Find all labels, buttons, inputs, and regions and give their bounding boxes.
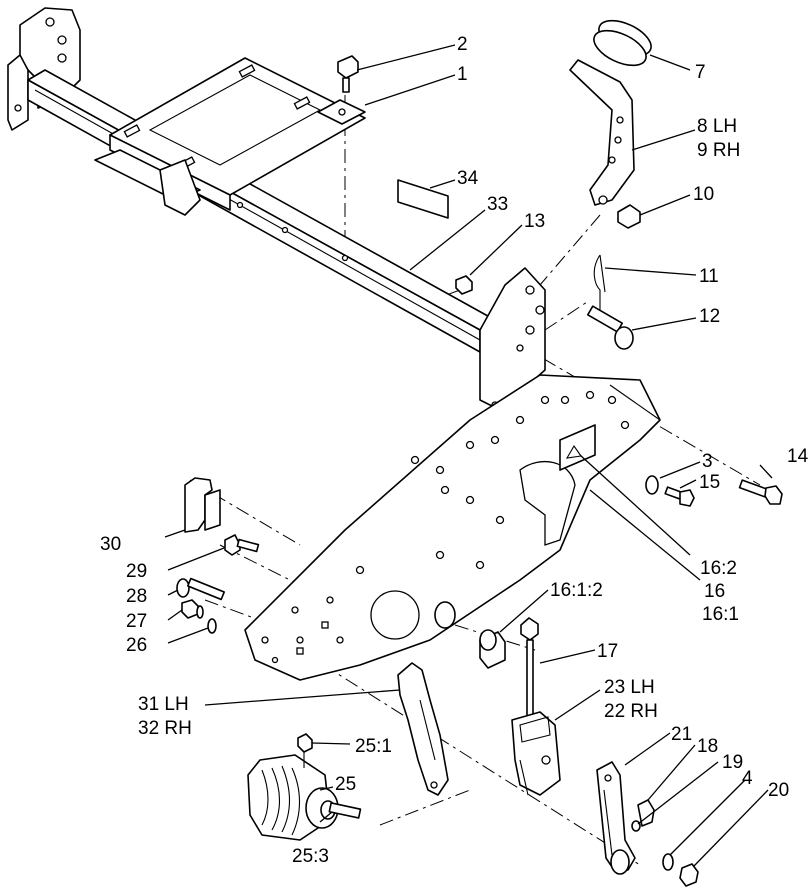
callout-32-rh: 32 RH xyxy=(138,718,192,739)
pin-12 xyxy=(586,305,634,350)
nut-13 xyxy=(455,275,473,295)
callout-9-rh: 9 RH xyxy=(697,140,740,161)
latch-block-22-23 xyxy=(511,711,561,796)
spacer-16-1-2 xyxy=(479,629,506,669)
callout-labels: 2 1 7 8 LH 9 RH 10 34 33 13 11 12 14 3 1… xyxy=(100,34,809,867)
callout-15: 15 xyxy=(699,472,720,493)
side-plate-16 xyxy=(244,374,661,681)
washer-3 xyxy=(645,475,659,495)
bolt-18 xyxy=(637,799,655,827)
callout-12: 12 xyxy=(699,306,720,327)
washer-19 xyxy=(631,820,641,832)
callout-16: 16 xyxy=(704,581,725,602)
callout-29: 29 xyxy=(126,561,147,582)
bolt-15 xyxy=(664,486,695,507)
bolt-2 xyxy=(337,55,359,93)
callout-21: 21 xyxy=(671,724,692,745)
callout-11: 11 xyxy=(699,266,719,287)
leader-lines xyxy=(164,44,773,867)
callout-14: 14 xyxy=(787,446,809,467)
nut-20 xyxy=(679,863,699,887)
callout-10: 10 xyxy=(693,184,714,205)
bolt-14 xyxy=(738,479,783,505)
callout-17: 17 xyxy=(597,641,618,662)
callout-20: 20 xyxy=(768,780,789,801)
nut-25-1 xyxy=(297,733,313,768)
washer-4 xyxy=(662,853,674,871)
callout-34: 34 xyxy=(457,168,479,189)
callout-13: 13 xyxy=(524,211,545,232)
callout-25: 25 xyxy=(335,774,356,795)
rod-17 xyxy=(520,617,539,721)
callout-1: 1 xyxy=(457,64,468,85)
spring-assembly-25 xyxy=(247,754,362,841)
callout-2: 2 xyxy=(457,34,468,55)
hairpin-11 xyxy=(593,254,606,320)
callout-8-lh: 8 LH xyxy=(697,116,737,137)
callout-16-1: 16:1 xyxy=(702,604,739,625)
washer-26 xyxy=(207,618,217,634)
link-21 xyxy=(596,761,636,875)
callout-7: 7 xyxy=(695,62,706,83)
pedal-8-9 xyxy=(569,19,652,206)
bolt-29 xyxy=(224,534,260,556)
callout-33: 33 xyxy=(487,194,508,215)
lever-31-32 xyxy=(397,662,449,796)
callout-3: 3 xyxy=(702,451,713,472)
spacer-16-1 xyxy=(434,601,456,629)
callout-18: 18 xyxy=(697,736,718,757)
callout-23-lh: 23 LH xyxy=(604,677,655,698)
callout-26: 26 xyxy=(126,635,147,656)
callout-16-2: 16:2 xyxy=(700,558,737,579)
nut-clip-1 xyxy=(317,99,366,125)
nut-27 xyxy=(181,599,204,619)
callout-25-1: 25:1 xyxy=(355,736,392,757)
callout-25-3: 25:3 xyxy=(292,846,329,867)
callout-22-rh: 22 RH xyxy=(604,701,658,722)
callout-31-lh: 31 LH xyxy=(138,694,189,715)
bracket-30 xyxy=(184,477,221,533)
callout-4: 4 xyxy=(742,768,753,789)
callout-28: 28 xyxy=(126,586,147,607)
bushing-10 xyxy=(617,204,641,229)
bolt-28 xyxy=(176,577,225,601)
callout-27: 27 xyxy=(126,611,147,632)
callout-19: 19 xyxy=(722,752,743,773)
frame-cross-bar xyxy=(7,7,546,411)
decal-34 xyxy=(397,179,449,219)
callout-16-1-2: 16:1:2 xyxy=(550,580,603,601)
callout-30: 30 xyxy=(100,534,121,555)
